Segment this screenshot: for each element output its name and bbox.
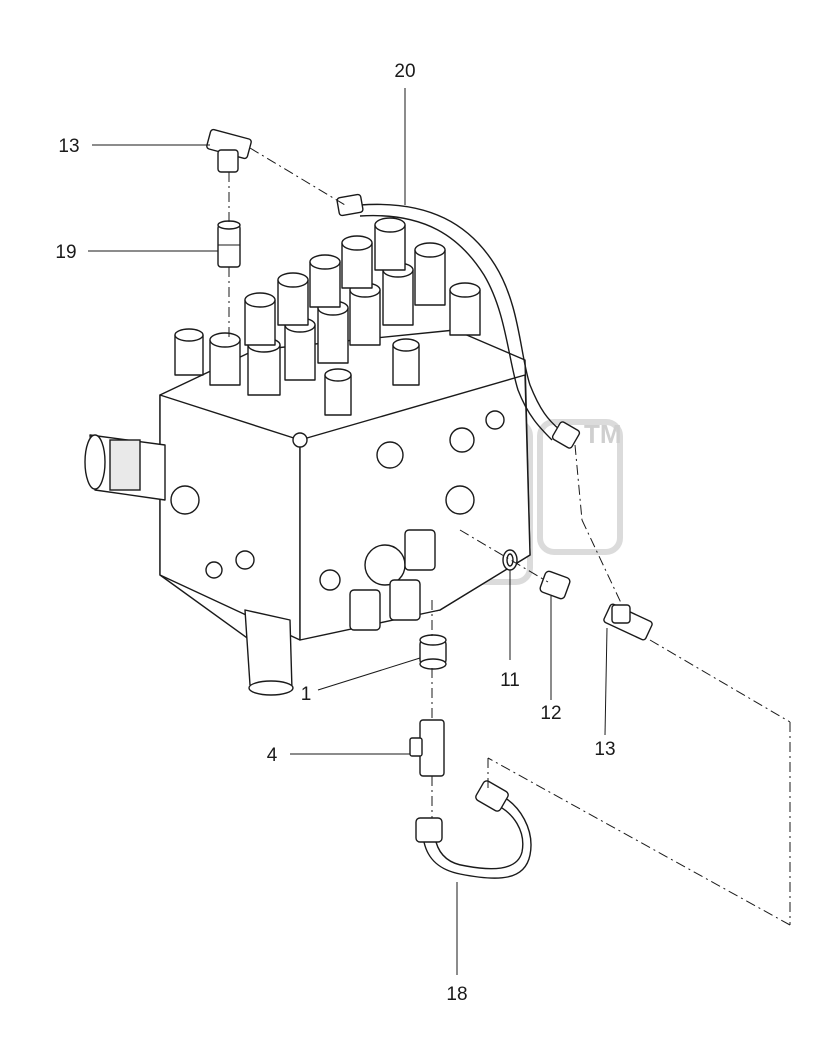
leader-lines <box>88 88 608 975</box>
hose-18 <box>415 780 532 879</box>
tee-fitting-4 <box>409 719 445 777</box>
callout-19: 19 <box>55 242 76 263</box>
tee-fitting-13-top <box>206 128 252 173</box>
spool-caps <box>174 217 481 416</box>
watermark-trademark: TM <box>584 419 622 449</box>
adapter-19 <box>217 220 241 268</box>
control-valve-body <box>84 329 531 696</box>
tee-fitting-13-right <box>603 603 653 641</box>
phantom-connection-lines <box>228 147 791 926</box>
hose-20 <box>336 193 581 449</box>
callout-12: 12 <box>540 703 561 724</box>
callout-labels: 20 13 19 1 11 12 13 4 18 <box>55 61 615 1005</box>
adapter-12 <box>539 570 571 600</box>
callout-18: 18 <box>446 984 467 1005</box>
adapter-1 <box>419 634 447 670</box>
callout-20: 20 <box>394 61 415 82</box>
callout-13-right: 13 <box>594 739 615 760</box>
callout-13-top: 13 <box>58 136 79 157</box>
o-ring-11 <box>502 549 518 571</box>
callout-1: 1 <box>301 684 312 705</box>
callout-11: 11 <box>500 670 520 691</box>
callout-4: 4 <box>267 745 278 766</box>
